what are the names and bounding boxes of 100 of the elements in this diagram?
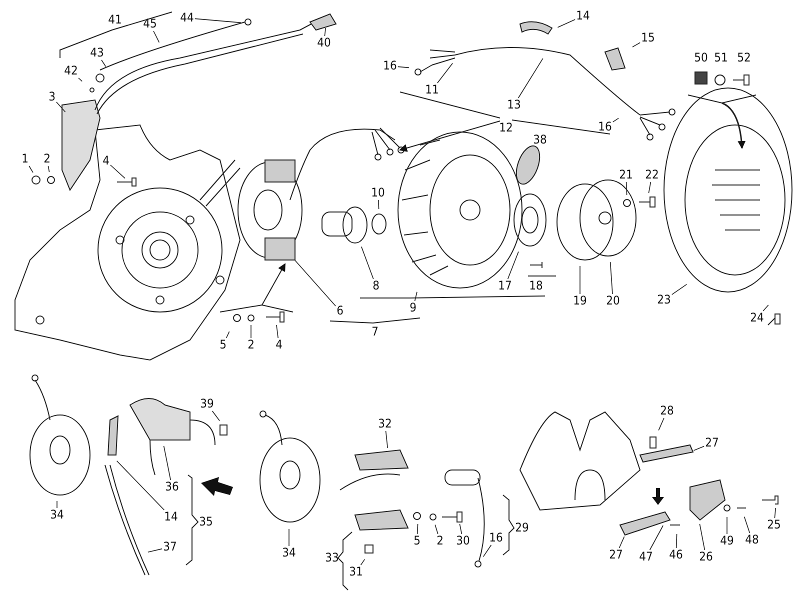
callout-number: 45 xyxy=(143,18,157,30)
leader-line xyxy=(276,324,278,338)
leader-line xyxy=(378,200,380,210)
leader-line xyxy=(324,28,326,36)
callout-number: 39 xyxy=(200,398,214,410)
leader-line xyxy=(101,60,106,67)
callout-number: 35 xyxy=(199,516,213,528)
callout-number: 33 xyxy=(325,552,339,564)
callout-number: 20 xyxy=(606,294,620,308)
leader-line xyxy=(437,62,453,84)
callout-number: 16 xyxy=(489,532,503,544)
callout-number: 18 xyxy=(529,280,543,292)
callout-number: 31 xyxy=(349,566,363,578)
leader-line xyxy=(762,304,769,312)
callout-number: 51 xyxy=(714,52,728,64)
callout-number: 5 xyxy=(414,534,420,548)
leader-line xyxy=(194,18,242,24)
leader-line xyxy=(360,558,366,566)
callout-number: 28 xyxy=(660,404,674,418)
callout-number: 22 xyxy=(645,168,659,182)
leader-line xyxy=(632,42,640,48)
leader-line xyxy=(226,331,230,338)
callout-number: 21 xyxy=(619,168,633,182)
callout-number: 44 xyxy=(180,12,194,24)
leader-line xyxy=(153,30,160,43)
leader-line xyxy=(693,446,704,451)
callout-number: 4 xyxy=(102,154,110,168)
callout-number: 23 xyxy=(657,294,671,306)
callout-number: 16 xyxy=(598,120,612,134)
leader-line xyxy=(116,460,165,510)
callout-number: 12 xyxy=(499,122,513,134)
leader-line xyxy=(774,508,776,518)
callout-number: 19 xyxy=(573,294,587,308)
callout-number: 49 xyxy=(720,534,734,548)
callout-number: 2 xyxy=(44,152,50,166)
callout-number: 34 xyxy=(50,508,64,522)
callout-number: 42 xyxy=(64,64,78,78)
leader-line xyxy=(416,524,418,534)
callout-number: 5 xyxy=(220,338,226,352)
callout-number: 24 xyxy=(750,312,764,324)
leader-line xyxy=(148,548,162,552)
callout-number: 4 xyxy=(276,338,282,352)
leader-line xyxy=(648,182,652,194)
leader-line xyxy=(726,516,728,534)
callout-number: 17 xyxy=(498,280,512,292)
leader-line xyxy=(672,284,688,295)
leader-line xyxy=(28,166,34,173)
leader-line xyxy=(658,418,664,431)
leader-line xyxy=(361,246,374,280)
callout-number: 29 xyxy=(515,522,529,534)
leader-line xyxy=(398,66,410,68)
leader-line xyxy=(649,525,664,550)
leader-line xyxy=(48,166,50,172)
leader-line xyxy=(618,536,625,548)
callout-number: 11 xyxy=(425,84,439,96)
leader-line xyxy=(414,292,418,302)
callout-number: 48 xyxy=(745,534,759,546)
leader-line xyxy=(385,430,388,448)
leader-line xyxy=(434,524,438,534)
leader-line xyxy=(676,534,678,548)
callout-number: 2 xyxy=(248,338,254,352)
leader-line xyxy=(459,524,462,534)
leader-line xyxy=(557,19,576,28)
leader-line xyxy=(612,118,619,122)
callout-number: 36 xyxy=(165,480,179,494)
leader-line xyxy=(507,251,519,280)
callout-number: 9 xyxy=(410,302,416,314)
callout-number: 50 xyxy=(694,52,708,64)
callout-number: 14 xyxy=(576,10,590,22)
callout-number: 52 xyxy=(737,52,751,64)
leader-line xyxy=(78,78,82,82)
callout-number: 8 xyxy=(372,280,380,292)
leader-line xyxy=(56,500,58,508)
callout-number: 2 xyxy=(436,534,444,548)
callout-number: 47 xyxy=(639,550,653,564)
callout-number: 37 xyxy=(163,540,177,554)
leader-line xyxy=(294,260,336,306)
callout-number: 38 xyxy=(533,134,547,146)
callout-number: 16 xyxy=(383,60,397,72)
leader-line xyxy=(56,102,66,112)
leader-line xyxy=(163,446,171,480)
leader-line xyxy=(699,524,706,550)
callout-number: 27 xyxy=(705,436,719,450)
callout-number: 46 xyxy=(669,548,683,562)
leader-line xyxy=(288,528,290,546)
callout-number: 32 xyxy=(378,418,392,430)
leader-line xyxy=(744,516,750,534)
leader-line xyxy=(626,182,628,196)
callout-number: 3 xyxy=(48,90,56,104)
leader-line xyxy=(610,262,613,294)
callout-number: 34 xyxy=(282,546,296,560)
callout-number: 13 xyxy=(507,98,521,112)
leader-line xyxy=(482,544,492,558)
callout-number: 15 xyxy=(641,32,655,44)
callout-number: 41 xyxy=(108,14,122,26)
callout-number: 26 xyxy=(699,550,713,564)
callout-number: 6 xyxy=(336,304,344,318)
callout-number: 14 xyxy=(164,510,178,524)
leader-line xyxy=(110,164,126,179)
callout-number: 27 xyxy=(609,548,623,562)
